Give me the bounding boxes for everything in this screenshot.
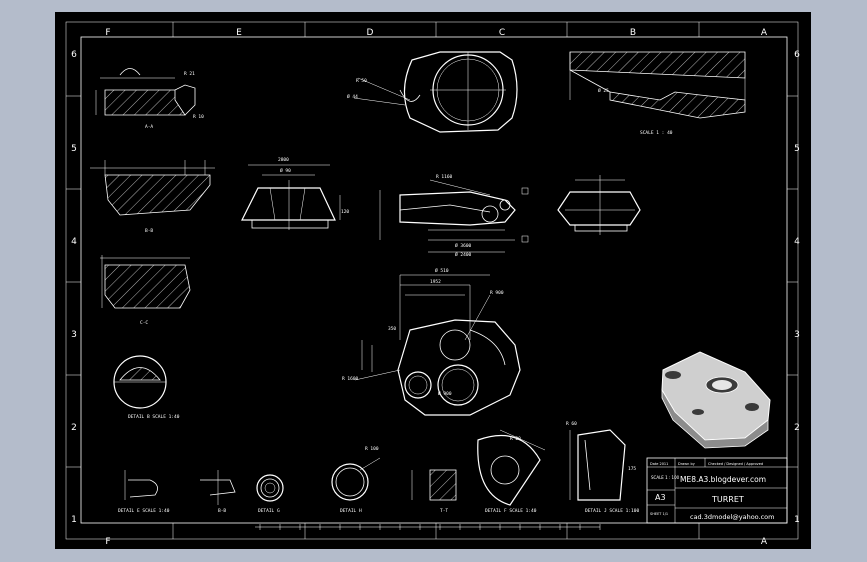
zone-4-right: 4: [794, 237, 800, 247]
dim-1952: 1952: [430, 279, 441, 285]
detail-bb-small-view: B-B: [200, 470, 236, 514]
dim-r20: R 20: [510, 436, 521, 442]
zone-5-left: 5: [71, 144, 77, 154]
dim-120: 120: [341, 209, 349, 215]
zone-b-top: B: [630, 28, 636, 38]
zone-2-left: 2: [71, 423, 77, 433]
outer-border: [65, 21, 799, 540]
zone-d-top: D: [367, 28, 374, 38]
detail-e-view: DETAIL E SCALE 1:40: [118, 470, 170, 514]
label-detail-j: DETAIL J SCALE 1:100: [585, 508, 639, 514]
title-block: Date 2011 Drawn by Checked / Designed / …: [646, 457, 788, 524]
detail-j-view: R 60 175 DETAIL J SCALE 1:100: [566, 421, 639, 514]
dim-d510: Ø 510: [435, 267, 449, 274]
zone-3-left: 3: [71, 330, 77, 340]
dim-350: 350: [388, 326, 396, 332]
side-section-view: R 1160 Ø 3600 Ø 2400: [379, 174, 529, 258]
label-detail-f: DETAIL F SCALE 1:40: [485, 508, 537, 514]
section-aa-view: R 21 R 10 A-A: [95, 68, 204, 130]
zone-a-top: A: [761, 28, 768, 38]
label-scale-top-right: SCALE 1 : 40: [640, 130, 673, 136]
dim-r21: R 21: [184, 71, 195, 77]
tb-header-date: Date 2011: [650, 462, 668, 466]
zone-1-left: 1: [71, 515, 77, 525]
zone-labels-left: 6 5 4 3 2 1: [71, 50, 77, 525]
tb-header-drawn: Drawn by: [678, 462, 695, 466]
dim-r1160: R 1160: [436, 174, 453, 180]
label-detail-g: DETAIL G: [258, 508, 280, 514]
zone-6-right: 6: [794, 50, 800, 60]
label-detail-tt: T-T: [440, 508, 448, 514]
dim-2800: 2800: [278, 157, 289, 163]
section-bb-view: B-B: [90, 160, 215, 234]
dim-r1600: R 1600: [342, 376, 359, 382]
label-detail-e: DETAIL E SCALE 1:40: [118, 508, 170, 514]
section-top-right-view: Ø 25 SCALE 1 : 40: [569, 51, 746, 136]
dim-r60: R 60: [566, 421, 577, 427]
label-section-bb: B-B: [145, 228, 153, 234]
zone-c-top: C: [499, 28, 505, 38]
main-plan-view: Ø 510 1952 R 900 350 R 1600 Ø 900: [342, 267, 521, 416]
dim-r10: R 10: [193, 114, 204, 120]
zone-5-right: 5: [794, 144, 800, 154]
zone-4-left: 4: [71, 237, 77, 247]
isometric-3d-view: [661, 351, 771, 449]
tb-source-url: ME8.A3.blogdever.com: [680, 475, 766, 484]
zone-2-right: 2: [794, 423, 800, 433]
detail-g-view: DETAIL G: [256, 474, 284, 514]
top-plan-view: R 50 Ø 44: [347, 51, 518, 133]
dim-d900: Ø 900: [438, 390, 452, 397]
tb-title: TURRET: [711, 495, 744, 504]
dim-175: 175: [628, 466, 636, 472]
dim-d90: Ø 90: [280, 167, 291, 174]
label-detail-h: DETAIL H: [340, 508, 362, 514]
label-section-aa: A-A: [145, 124, 153, 130]
detail-tt-view: T-T: [411, 469, 457, 514]
front-elevation-view: 2800 Ø 90 120: [241, 157, 349, 230]
tb-sheet-size: A3: [655, 493, 666, 502]
zone-labels-top: F E D C B A: [105, 28, 768, 38]
dim-r50: R 50: [356, 78, 367, 84]
zone-1-right: 1: [794, 515, 800, 525]
tb-scale: SCALE 1 : 100: [651, 475, 680, 480]
dim-r900: R 900: [490, 290, 504, 296]
dim-d3600: Ø 3600: [455, 242, 472, 249]
zone-labels-right: 6 5 4 3 2 1: [794, 50, 800, 525]
zone-f-top: F: [105, 28, 110, 38]
tb-header-checked: Checked / Designed / Approved: [708, 462, 763, 466]
zone-3-right: 3: [794, 330, 800, 340]
border-ticks: [66, 22, 798, 539]
zone-6-left: 6: [71, 50, 77, 60]
dim-d2400: Ø 2400: [455, 251, 472, 258]
zone-f-bottom: F: [105, 537, 110, 547]
dim-d44: Ø 44: [347, 93, 358, 100]
dim-d25: Ø 25: [598, 87, 609, 94]
label-detail-b: DETAIL B SCALE 1:40: [128, 414, 180, 420]
zone-e-top: E: [236, 28, 242, 38]
inner-border: [80, 36, 788, 524]
detail-circle-left-view: DETAIL B SCALE 1:40: [113, 355, 180, 420]
tb-email: cad.3dmodel@yahoo.com: [690, 513, 775, 521]
section-cc-view: C-C: [100, 255, 191, 326]
detail-h-view: R 100 DETAIL H: [331, 446, 381, 514]
zone-labels-bottom: F A: [105, 537, 768, 547]
bottom-ruler: [255, 524, 601, 530]
detail-f-view: R 20 DETAIL F SCALE 1:40: [477, 429, 546, 514]
tb-sheet-label: SHEET 1/1: [650, 512, 668, 516]
dim-r100: R 100: [365, 446, 379, 452]
right-elevation-view: [557, 175, 641, 235]
label-section-cc: C-C: [140, 320, 148, 326]
label-detail-bb: B-B: [218, 508, 226, 514]
zone-a-bottom: A: [761, 537, 768, 547]
